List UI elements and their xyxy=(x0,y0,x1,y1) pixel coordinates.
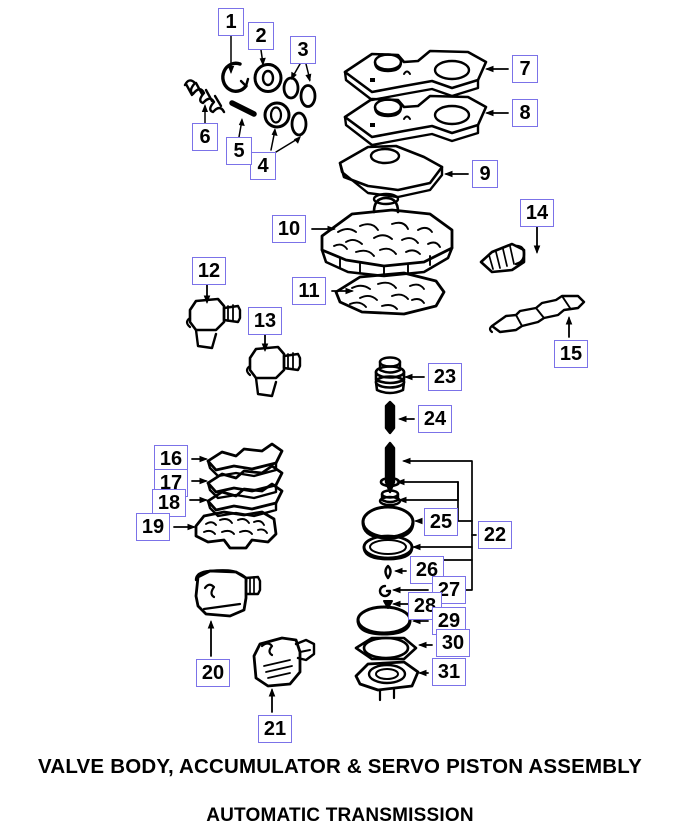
part-9-lower-gasket xyxy=(338,144,444,199)
part-12-shift-solenoid-a xyxy=(185,297,242,350)
callout-10[interactable]: 10 xyxy=(272,215,306,243)
callout-23[interactable]: 23 xyxy=(428,363,462,391)
callout-9[interactable]: 9 xyxy=(472,160,498,188)
part-13-shift-solenoid-b xyxy=(245,345,302,398)
callout-22[interactable]: 22 xyxy=(478,521,512,549)
part-4-seal-ring-set xyxy=(263,101,308,137)
servo-piston-ring-lower xyxy=(362,534,414,561)
part-23-stepped-piston-head xyxy=(374,356,406,395)
part-20-filter-canister xyxy=(194,569,262,618)
callout-7[interactable]: 7 xyxy=(512,55,538,83)
part-21-pressure-switch xyxy=(252,636,316,688)
stepped-collar xyxy=(378,489,402,507)
callout-18[interactable]: 18 xyxy=(152,489,186,517)
part-11-valve-body-lower xyxy=(334,271,446,316)
callout-5[interactable]: 5 xyxy=(226,137,252,165)
part-25-servo-piston-large xyxy=(361,505,415,540)
callout-12[interactable]: 12 xyxy=(192,257,226,285)
part-10-valve-body-upper xyxy=(320,192,454,278)
callout-6[interactable]: 6 xyxy=(192,123,218,151)
callout-24[interactable]: 24 xyxy=(418,405,452,433)
part-1-snap-ring xyxy=(221,61,250,93)
part-2-piston-cup xyxy=(253,63,283,93)
callout-2[interactable]: 2 xyxy=(248,22,274,50)
part-7-upper-gasket xyxy=(343,49,488,102)
part-15-long-valve-rod xyxy=(488,294,586,334)
part-14-short-valve-plunger xyxy=(479,242,526,274)
part-30-servo-diaphragm xyxy=(354,636,418,661)
part-31-servo-cover-plate xyxy=(354,660,420,702)
part-19-accumulator-body xyxy=(194,510,278,550)
part-18-accumulator-plate-3 xyxy=(206,482,284,518)
callout-14[interactable]: 14 xyxy=(520,199,554,227)
part-24-servo-rod-short xyxy=(384,400,396,435)
callout-25[interactable]: 25 xyxy=(424,508,458,536)
callout-30[interactable]: 30 xyxy=(436,629,470,657)
servo-rod-long xyxy=(384,441,396,494)
callout-13[interactable]: 13 xyxy=(248,307,282,335)
callout-19[interactable]: 19 xyxy=(136,513,170,541)
part-28-washer xyxy=(383,600,393,609)
callout-4[interactable]: 4 xyxy=(250,152,276,180)
group-22-bracket xyxy=(396,457,477,591)
callout-3[interactable]: 3 xyxy=(290,36,316,64)
callout-20[interactable]: 20 xyxy=(196,659,230,687)
part-29-servo-piston-seal xyxy=(356,605,412,636)
callout-8[interactable]: 8 xyxy=(512,99,538,127)
part-6-coil-spring xyxy=(183,79,226,114)
callout-27[interactable]: 27 xyxy=(432,576,466,604)
callout-11[interactable]: 11 xyxy=(292,277,326,305)
part-3-o-ring-pair xyxy=(282,76,317,108)
part-26-small-o-ring xyxy=(384,564,392,580)
part-27-retainer-clip xyxy=(378,584,392,598)
part-5-pin xyxy=(229,100,257,117)
caption-primary: VALVE BODY, ACCUMULATOR & SERVO PISTON A… xyxy=(38,755,642,778)
callout-1[interactable]: 1 xyxy=(218,8,244,36)
callout-31[interactable]: 31 xyxy=(432,658,466,686)
part-8-separator-plate xyxy=(343,94,488,147)
callout-21[interactable]: 21 xyxy=(258,715,292,743)
caption-secondary: AUTOMATIC TRANSMISSION xyxy=(206,805,474,826)
callout-16[interactable]: 16 xyxy=(154,445,188,473)
callout-15[interactable]: 15 xyxy=(554,340,588,368)
